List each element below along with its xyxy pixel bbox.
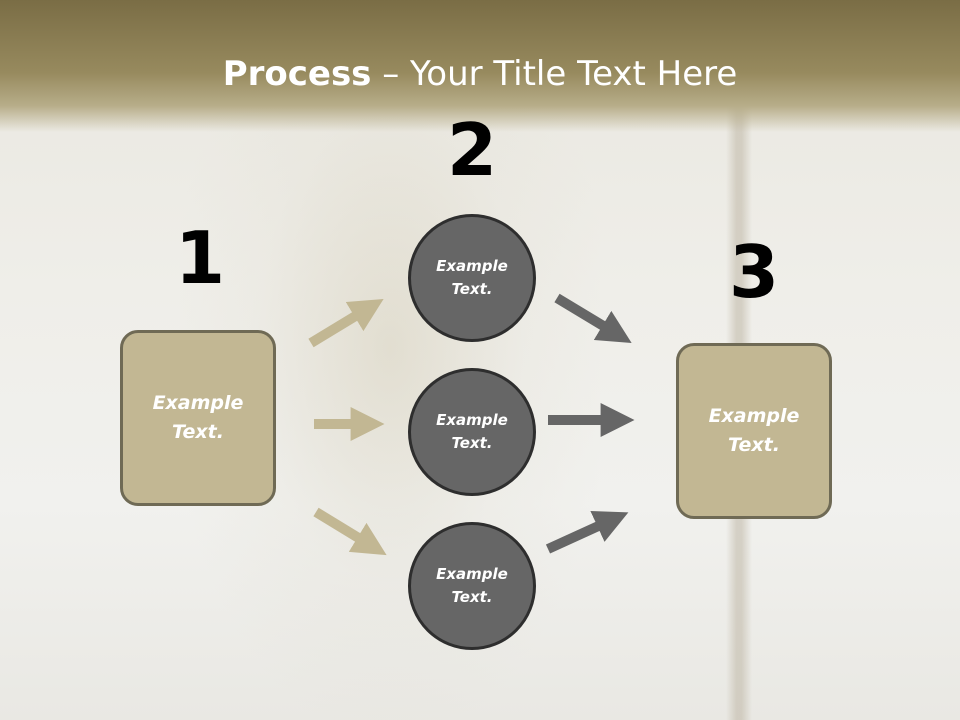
step-number-2: 2 bbox=[446, 108, 498, 192]
title-rest: – Your Title Text Here bbox=[371, 54, 738, 94]
arrow-to-top-circle bbox=[308, 298, 384, 348]
title-bold: Process bbox=[222, 54, 372, 94]
slide-title: Process – Your Title Text Here bbox=[0, 52, 960, 96]
arrow-from-bottom-circle bbox=[545, 510, 629, 554]
circle-bottom-text: Example Text. bbox=[436, 565, 508, 606]
step-1-text: Example Text. bbox=[152, 392, 244, 443]
step-2-circle-top[interactable]: Example Text. bbox=[408, 214, 536, 342]
step-1-box[interactable]: Example Text. bbox=[120, 330, 276, 506]
arrow-from-top-circle bbox=[554, 293, 632, 344]
circle-middle-text: Example Text. bbox=[436, 411, 508, 452]
step-3-box[interactable]: Example Text. bbox=[676, 343, 832, 519]
arrow-to-bottom-circle bbox=[313, 507, 387, 556]
step-2-circle-bottom[interactable]: Example Text. bbox=[408, 522, 536, 650]
step-number-3: 3 bbox=[728, 230, 780, 314]
title-bar bbox=[0, 0, 960, 132]
step-number-1: 1 bbox=[174, 216, 226, 300]
circle-top-text: Example Text. bbox=[436, 257, 508, 298]
step-3-text: Example Text. bbox=[708, 405, 800, 456]
step-2-circle-middle[interactable]: Example Text. bbox=[408, 368, 536, 496]
